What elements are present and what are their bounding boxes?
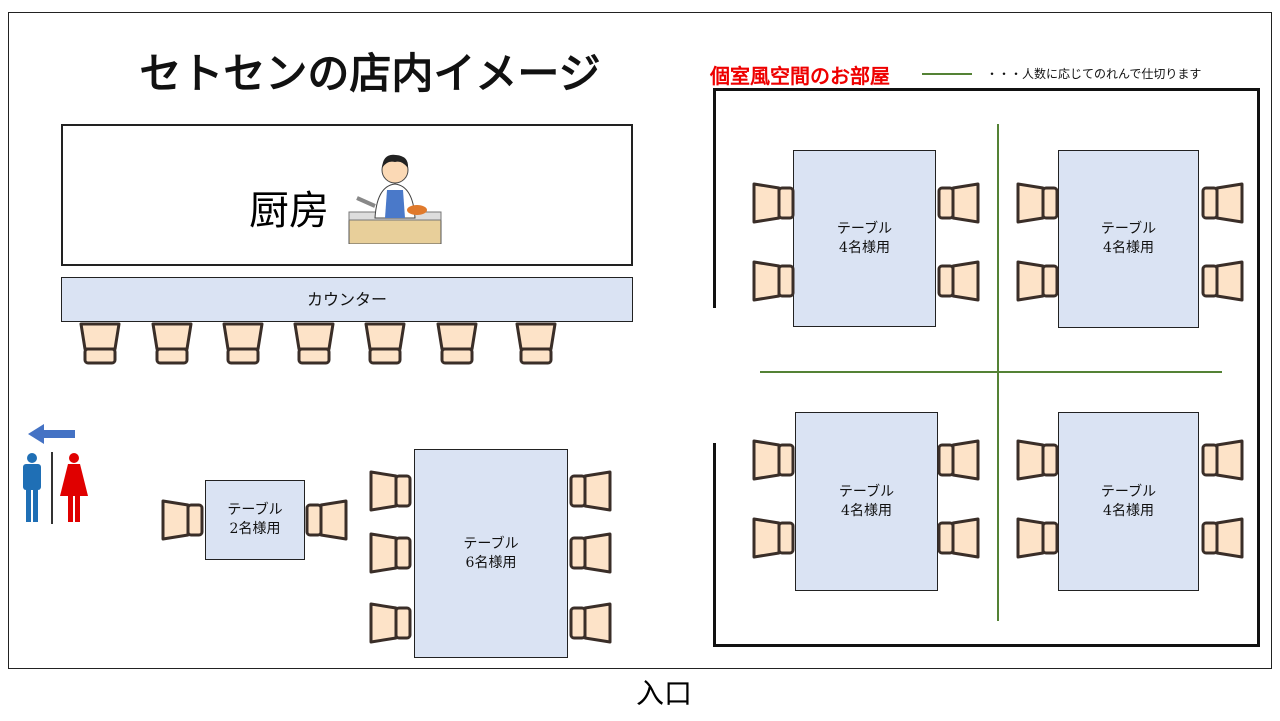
table-capacity: 4名様用 [841,502,892,519]
table-capacity: 4名様用 [1103,240,1154,256]
counter: カウンター [61,277,633,322]
kitchen-label: 厨房 [249,188,329,234]
chair-icon [1200,181,1244,225]
chair-icon [1016,259,1060,303]
chair-icon [363,322,407,366]
women-icon [60,453,88,522]
table-capacity: 4名様用 [1103,502,1154,519]
chair-icon [752,438,796,482]
chair-icon [936,438,980,482]
table-2-seat: テーブル 2名様用 [205,480,305,560]
table-capacity: 4名様用 [839,239,890,256]
chair-icon [221,322,265,366]
restroom-icon [18,422,98,526]
table-name: テーブル [227,502,283,519]
table-name: テーブル [1100,483,1157,500]
table-capacity: 2名様用 [229,521,281,537]
men-icon [23,453,41,522]
chair-icon [304,498,348,542]
page-title: セトセンの店内イメージ [139,49,601,98]
chair-icon [1200,438,1244,482]
chair-icon [568,601,612,645]
chair-icon [369,531,413,575]
chair-icon [936,516,980,560]
table-name: テーブル [463,535,519,552]
private-table: テーブル 4名様用 [1058,150,1199,328]
table-capacity: 6名様用 [465,554,517,571]
noren-legend-line [922,73,972,75]
chair-icon [936,259,980,303]
entrance-label: 入口 [636,677,693,710]
noren-divider-horizontal [760,371,1222,373]
private-room-title: 個室風空間のお部屋 [710,64,890,88]
noren-divider-vertical [997,124,999,621]
chair-icon [369,469,413,513]
chair-icon [369,601,413,645]
floor-plan-frame [8,12,1272,669]
table-6-seat: テーブル 6名様用 [414,449,568,658]
private-table: テーブル 4名様用 [795,412,938,591]
chair-icon [752,259,796,303]
private-room-wall [713,443,716,647]
noren-legend-note: ・・・人数に応じてのれんで仕切ります [986,67,1202,81]
chair-icon [936,181,980,225]
chair-icon [568,531,612,575]
chair-icon [752,181,796,225]
table-name: テーブル [838,483,895,500]
chair-icon [1016,438,1060,482]
chair-icon [1016,516,1060,560]
chair-icon [514,322,558,366]
chair-icon [435,322,479,366]
chair-icon [752,516,796,560]
chair-icon [1016,181,1060,225]
private-table: テーブル 4名様用 [1058,412,1199,591]
chef-icon [347,148,443,245]
private-room-wall [713,88,716,308]
table-name: テーブル [836,220,893,237]
counter-label: カウンター [306,289,387,309]
chair-icon [78,322,122,366]
private-table: テーブル 4名様用 [793,150,936,327]
chair-icon [292,322,336,366]
table-name: テーブル [1100,221,1157,238]
chair-icon [150,322,194,366]
chair-icon [1200,259,1244,303]
chair-icon [1200,516,1244,560]
chair-icon [161,498,205,542]
kitchen: 厨房 [61,124,633,266]
private-room [713,88,1260,647]
chair-icon [568,469,612,513]
arrow-left-icon [28,424,75,444]
